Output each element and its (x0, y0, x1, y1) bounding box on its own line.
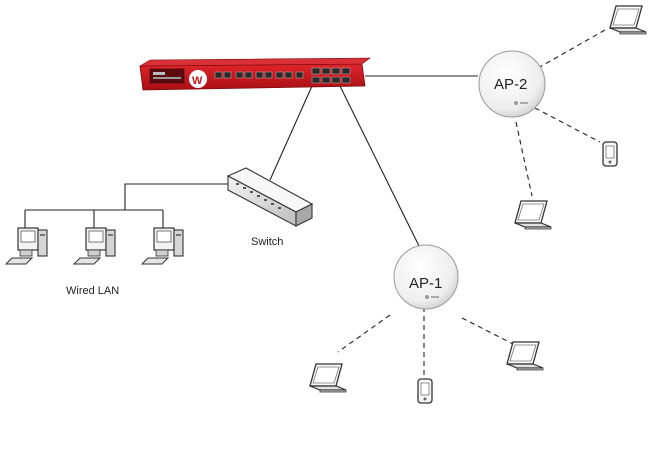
link-firewall-switch (269, 85, 313, 181)
link-firewall-ap1 (339, 85, 421, 249)
network-switch-icon (226, 167, 314, 227)
wireless-access-point-icon (393, 244, 459, 310)
laptop-icon (506, 341, 544, 371)
wlink-ap2-laptop-mid (515, 121, 533, 197)
wlink-ap1-laptop-right (461, 317, 516, 346)
wired-links (24, 75, 478, 249)
laptop-icon (609, 5, 647, 35)
wireless-access-point-icon (478, 50, 546, 118)
wlink-ap1-laptop-left (337, 314, 391, 353)
mobile-phone-icon (602, 141, 618, 167)
ap2-label: AP-2 (494, 76, 527, 93)
svg-text:W: W (192, 75, 203, 87)
wlink-ap2-phone (534, 107, 601, 143)
laptop-icon (309, 363, 347, 393)
wired-lan-label: Wired LAN (66, 285, 119, 297)
wlink-ap2-laptop-top (537, 29, 606, 69)
firewall-appliance-icon: W (138, 57, 371, 91)
desktop-computer-icon (5, 227, 48, 265)
wireless-links (337, 29, 606, 375)
ap1-label: AP-1 (409, 275, 442, 292)
desktop-computer-icon (73, 227, 116, 265)
laptop-icon (514, 200, 552, 230)
switch-label: Switch (251, 236, 283, 248)
desktop-computer-icon (141, 227, 184, 265)
link-switch-lan-bus (124, 183, 228, 210)
mobile-phone-icon (417, 378, 433, 404)
